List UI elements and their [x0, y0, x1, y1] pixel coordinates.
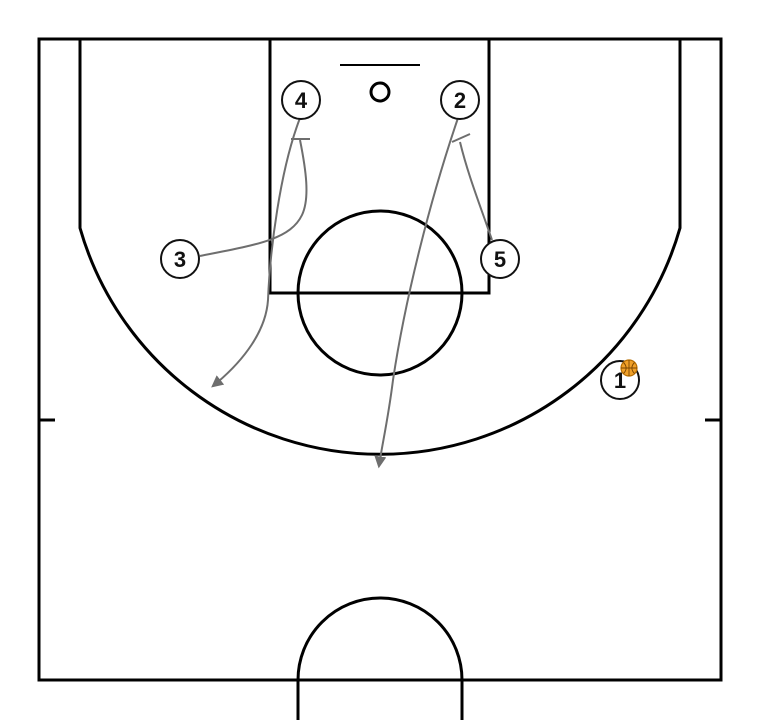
player-number: 2: [454, 88, 466, 113]
paint-lane: [268, 37, 491, 295]
player-marker: [440, 80, 480, 120]
cut-path-4: [211, 117, 301, 388]
basket-rim: [369, 81, 391, 103]
basketball-icon: [620, 359, 638, 377]
center-circle: [296, 596, 464, 720]
player-marker: [480, 239, 520, 279]
player-number: 5: [494, 247, 506, 272]
cut-path-3: [199, 139, 308, 257]
player-number: 4: [295, 88, 308, 113]
screen-path-5: [459, 141, 493, 241]
player-2[interactable]: 2: [440, 80, 480, 120]
player-5[interactable]: 5: [480, 239, 520, 279]
court-boundary: [37, 37, 723, 682]
free-throw-circle: [296, 209, 464, 377]
player-number: 1: [614, 368, 626, 393]
player-marker: [281, 80, 321, 120]
cut-path-2: [374, 117, 459, 469]
player-4[interactable]: 4: [281, 80, 321, 120]
player-number: 3: [174, 247, 186, 272]
player-marker: [160, 239, 200, 279]
screen-mark-2: [451, 133, 471, 143]
player-3[interactable]: 3: [160, 239, 200, 279]
